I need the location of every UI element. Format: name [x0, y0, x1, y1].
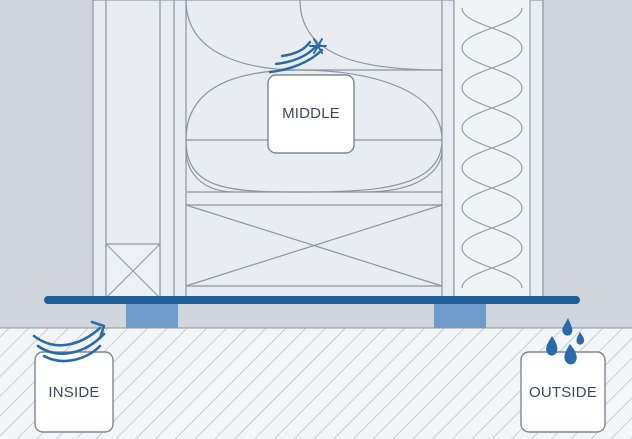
inner-stud — [105, 0, 161, 299]
cold-air-snowflake-icon — [268, 38, 327, 74]
outer-insulation — [453, 0, 531, 298]
middle-label: MIDDLE — [267, 74, 355, 154]
wall-assembly — [92, 0, 544, 299]
outside-label-text: OUTSIDE — [529, 384, 597, 401]
sill-plate — [44, 296, 580, 304]
water-drops-icon — [546, 318, 585, 365]
middle-label-text: MIDDLE — [282, 105, 340, 122]
sill-block-right — [434, 304, 486, 328]
inside-label-text: INSIDE — [48, 384, 99, 401]
sill-block-left — [126, 304, 178, 328]
inside-label: INSIDE — [34, 351, 114, 433]
warm-air-flow-icon — [32, 320, 106, 363]
outside-label: OUTSIDE — [520, 351, 606, 433]
middle-bracing — [185, 191, 443, 287]
